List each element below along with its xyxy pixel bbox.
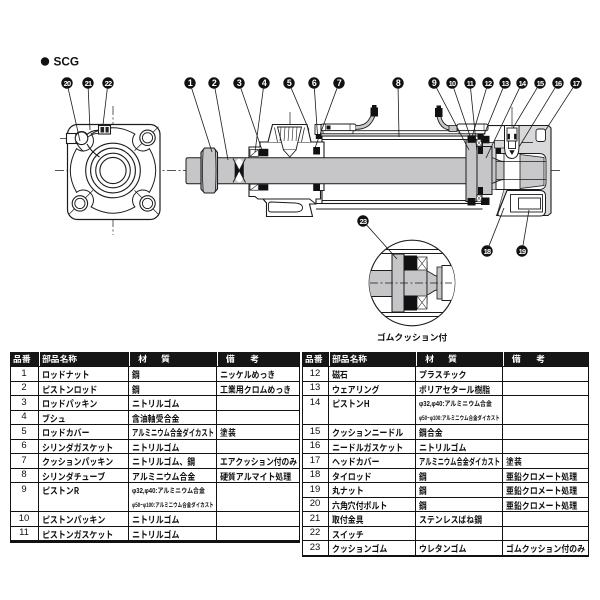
svg-text:8: 8 xyxy=(396,78,401,88)
svg-text:ゴムクッション付: ゴムクッション付 xyxy=(377,331,448,344)
svg-text:5: 5 xyxy=(287,78,292,88)
svg-text:18: 18 xyxy=(484,247,491,256)
svg-text:17: 17 xyxy=(573,79,580,88)
svg-text:7: 7 xyxy=(337,78,342,88)
svg-text:12: 12 xyxy=(485,79,492,88)
svg-text:23: 23 xyxy=(360,217,367,226)
svg-text:19: 19 xyxy=(519,247,526,256)
svg-text:15: 15 xyxy=(537,79,544,88)
svg-text:13: 13 xyxy=(502,79,509,88)
svg-text:20: 20 xyxy=(64,79,71,88)
svg-text:3: 3 xyxy=(237,78,242,88)
svg-text:22: 22 xyxy=(105,79,112,88)
svg-text:SCG: SCG xyxy=(54,55,80,69)
svg-text:11: 11 xyxy=(467,79,474,88)
svg-text:16: 16 xyxy=(555,79,562,88)
svg-text:21: 21 xyxy=(85,79,92,88)
svg-text:10: 10 xyxy=(449,79,456,88)
svg-text:9: 9 xyxy=(432,78,437,88)
svg-text:1: 1 xyxy=(188,78,193,88)
svg-text:2: 2 xyxy=(212,78,217,88)
svg-text:6: 6 xyxy=(312,78,317,88)
svg-text:4: 4 xyxy=(262,78,267,88)
svg-text:14: 14 xyxy=(519,79,527,88)
